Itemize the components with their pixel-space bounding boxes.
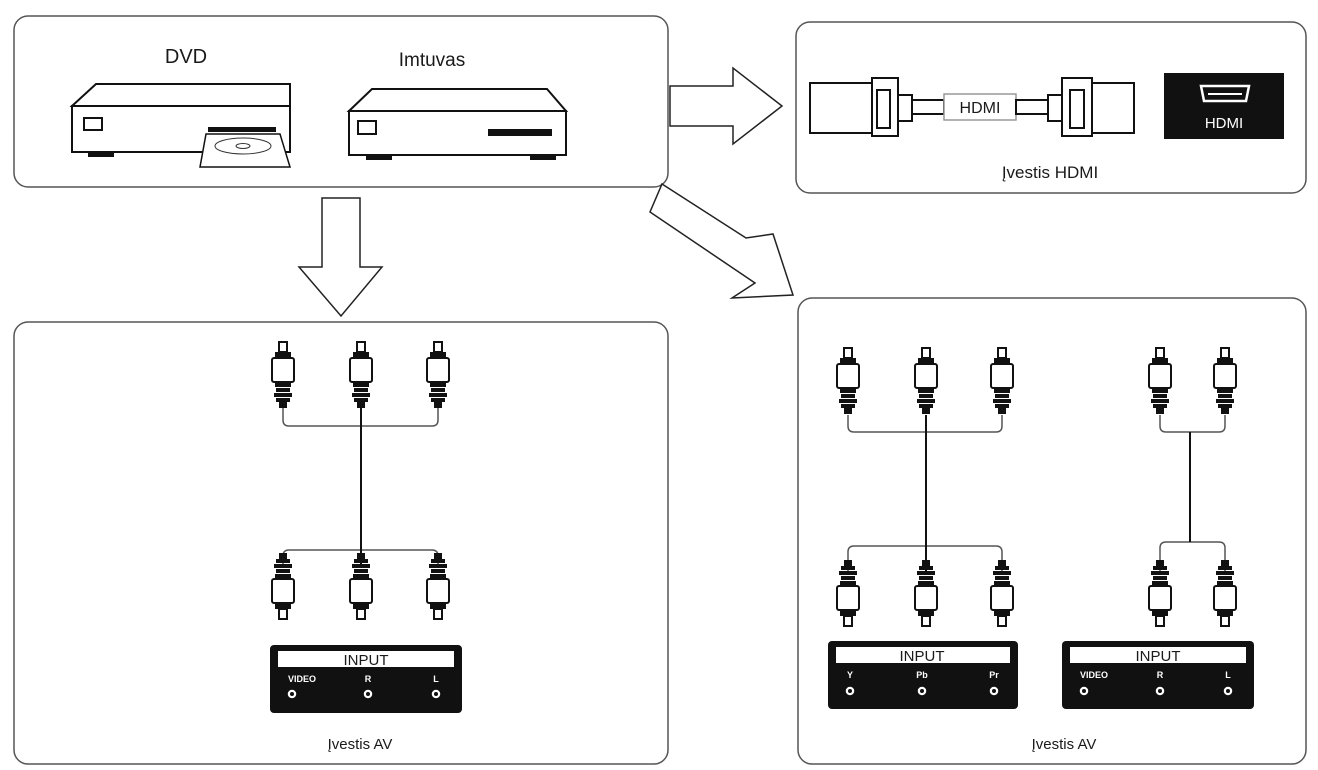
receiver-label: Imtuvas — [399, 50, 466, 71]
arrow-diagonal-icon — [649, 182, 795, 299]
component-input-panel — [828, 641, 1018, 709]
av-left-jack-l: L — [433, 674, 439, 684]
hdmi-port-icon — [1164, 73, 1284, 139]
av-left-jack-r: R — [365, 674, 372, 684]
av-left-input-panel — [270, 645, 462, 713]
av-left-panel-title: INPUT — [344, 652, 389, 669]
audio-cable-icon — [1148, 347, 1237, 627]
av-right-caption: Įvestis AV — [1032, 736, 1097, 753]
component-jack-pr: Pr — [989, 670, 999, 680]
receiver-icon — [346, 88, 569, 160]
audio-panel-title: INPUT — [1136, 648, 1181, 665]
hdmi-cable-icon — [809, 77, 1135, 137]
disc-tray-icon — [199, 133, 292, 168]
av-left-box — [13, 321, 669, 765]
component-jack-y: Y — [847, 670, 853, 680]
dvd-label: DVD — [165, 46, 207, 68]
av-left-caption: Įvestis AV — [328, 736, 393, 753]
component-cable-icon — [836, 347, 1014, 627]
audio-input-panel — [1062, 641, 1254, 709]
arrow-right-icon — [669, 66, 784, 146]
component-jack-pb: Pb — [916, 670, 928, 680]
audio-jack-video: VIDEO — [1080, 670, 1108, 680]
av-left-cable-icon — [271, 341, 450, 620]
component-panel-title: INPUT — [900, 648, 945, 665]
arrow-down-icon — [297, 197, 384, 318]
hdmi-caption: Įvestis HDMI — [1002, 163, 1098, 182]
audio-jack-r: R — [1157, 670, 1164, 680]
av-left-jack-video: VIDEO — [288, 674, 316, 684]
audio-jack-l: L — [1225, 670, 1231, 680]
hdmi-port-label: HDMI — [1205, 115, 1243, 132]
hdmi-cable-label: HDMI — [960, 100, 1001, 117]
